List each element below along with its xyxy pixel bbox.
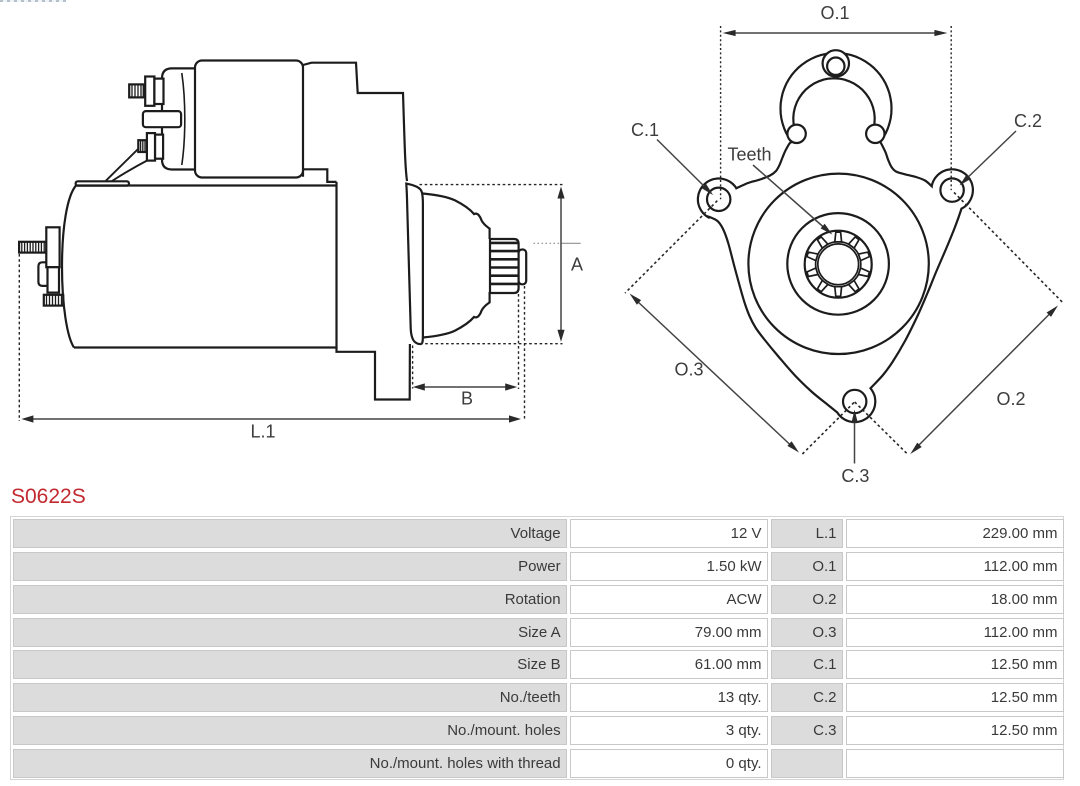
svg-text:C.3: C.3 [841, 466, 869, 486]
svg-text:C.1: C.1 [631, 120, 659, 140]
svg-text:B: B [461, 389, 473, 409]
svg-text:O.2: O.2 [996, 389, 1025, 409]
svg-text:A: A [571, 255, 583, 275]
svg-text:O.3: O.3 [674, 360, 703, 380]
svg-text:L.1: L.1 [250, 422, 275, 442]
svg-text:Teeth: Teeth [727, 145, 771, 165]
svg-text:C.2: C.2 [1014, 111, 1042, 131]
svg-text:O.1: O.1 [820, 3, 849, 23]
